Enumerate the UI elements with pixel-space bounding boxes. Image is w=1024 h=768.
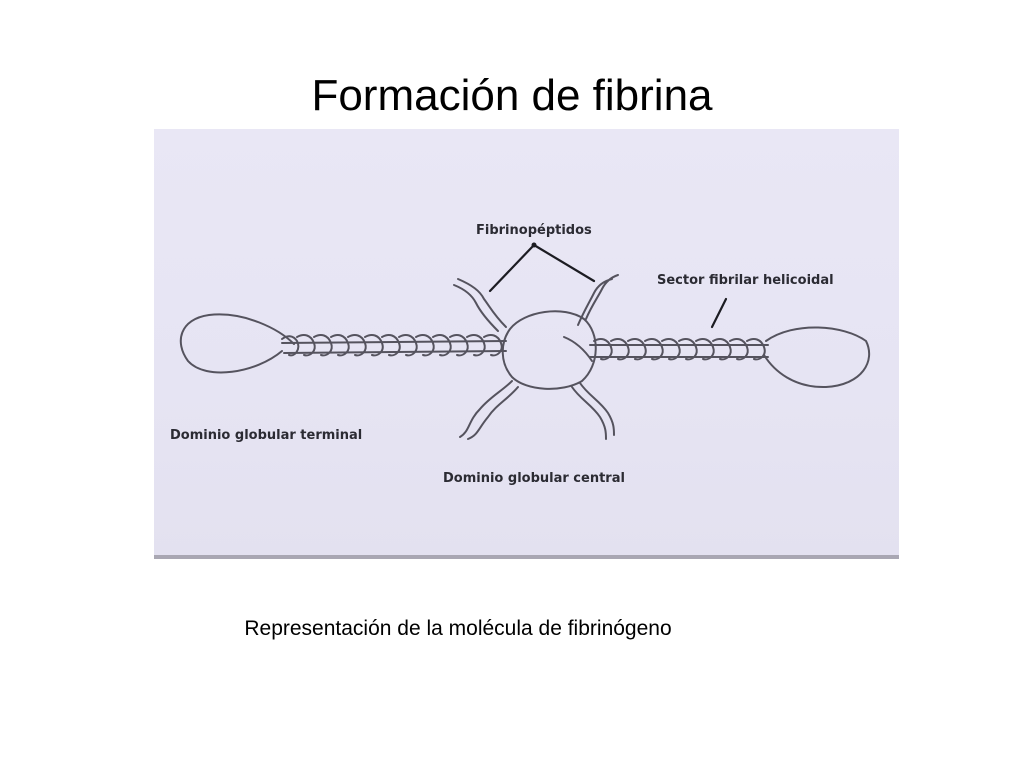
fibrinogen-molecule-drawing: Fibrinopéptidos Sector fibrilar helicoid… xyxy=(170,223,871,486)
lower-arm-right xyxy=(571,382,615,440)
label-fibrinopeptides: Fibrinopéptidos xyxy=(476,223,592,238)
left-helix xyxy=(281,334,507,357)
fibrinopeptide-leader-dot xyxy=(531,242,537,248)
label-helical-sector: Sector fibrilar helicoidal xyxy=(657,273,834,288)
fibrinopeptide-leader-right xyxy=(532,243,596,283)
figure-caption: Representación de la molécula de fibrinó… xyxy=(244,617,672,640)
right-terminal-globule xyxy=(763,326,871,389)
fibrinogen-diagram-photo: Fibrinopéptidos Sector fibrilar helicoid… xyxy=(154,129,899,559)
fibrinopeptide-arm-left xyxy=(453,278,507,332)
fibrinopeptide-arm-right xyxy=(577,274,619,326)
label-central-domain: Dominio globular central xyxy=(443,471,625,486)
lower-arm-left xyxy=(459,380,519,440)
central-globule xyxy=(501,310,597,390)
left-terminal-globule xyxy=(179,313,295,374)
slide-title: Formación de fibrina xyxy=(311,71,713,120)
label-terminal-domain: Dominio globular terminal xyxy=(170,428,362,443)
right-helix xyxy=(589,338,769,361)
fibrinopeptide-leader-left xyxy=(488,243,536,293)
helical-sector-leader xyxy=(710,297,728,329)
